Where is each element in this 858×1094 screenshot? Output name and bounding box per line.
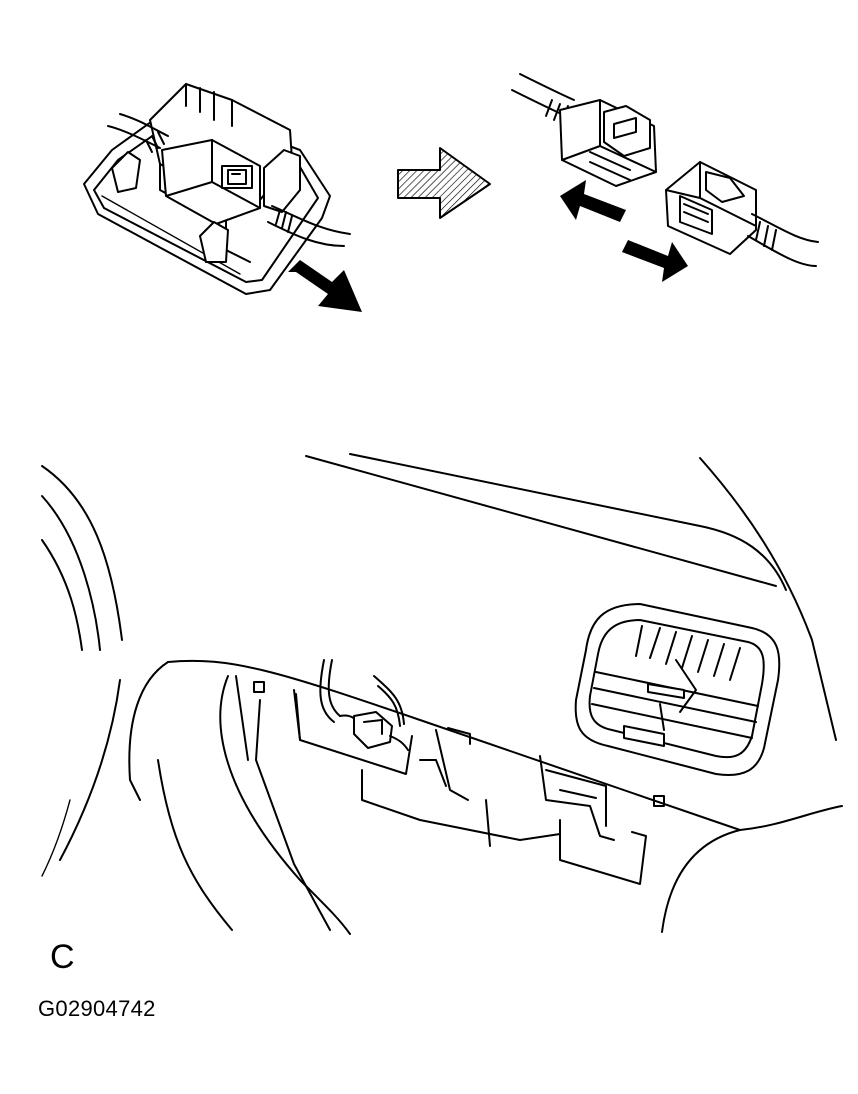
dashboard-illustration [41,453,843,935]
figure-code-label: G02904742 [38,996,156,1021]
pull-arrow-icon [288,260,362,312]
view-letter-label: C [50,938,75,976]
disconnected-connectors-illustration [511,73,819,282]
disconnect-arrow-left-icon [560,180,626,222]
sequence-arrow-icon [397,147,491,219]
disconnect-arrow-right-icon [622,240,688,282]
connector-bracket-illustration [83,83,362,312]
